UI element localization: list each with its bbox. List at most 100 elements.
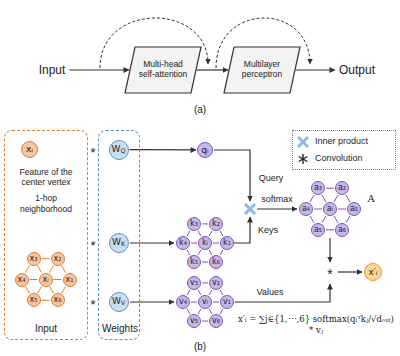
node-text: 1-hop neighborhood bbox=[8, 193, 84, 213]
output-arrow bbox=[338, 271, 362, 272]
graph-edge bbox=[322, 195, 326, 202]
inner-product-symbol bbox=[245, 204, 255, 214]
flow-arrow bbox=[296, 69, 335, 70]
legend-sample bbox=[297, 136, 309, 148]
graph-edge bbox=[202, 223, 208, 224]
node-text: k₆ bbox=[212, 258, 220, 266]
graph-vertex: x₅ bbox=[27, 293, 41, 307]
graph-vertex: a₄ bbox=[299, 202, 313, 216]
node-text: WQ bbox=[112, 145, 126, 155]
inner-product-symbol bbox=[245, 204, 255, 214]
subscript: V bbox=[121, 299, 125, 306]
weights-group: WeightsWQWKWV bbox=[98, 130, 140, 340]
convolution-symbol bbox=[299, 156, 308, 161]
label-holder: Keys bbox=[258, 225, 278, 236]
node-text: Input bbox=[35, 323, 57, 335]
graph-vertex: vᵢ bbox=[198, 295, 212, 309]
graph-vertex: x₆ bbox=[51, 293, 65, 307]
node-text: v₃ bbox=[190, 279, 198, 287]
node-text: k₁ bbox=[223, 239, 231, 247]
graph-vertex: x₃ bbox=[27, 252, 41, 266]
query-circle: qᵢ bbox=[197, 142, 213, 158]
node-text: a₅ bbox=[314, 226, 322, 234]
node-text: k₄ bbox=[179, 239, 187, 247]
label-holder: Query bbox=[259, 173, 284, 184]
graph-edge bbox=[322, 216, 326, 223]
graph-edge bbox=[38, 286, 42, 293]
graph-edge bbox=[213, 243, 219, 244]
softmax-arrow bbox=[257, 208, 297, 209]
node-text: a₆ bbox=[338, 226, 346, 234]
graph-vertex: v₄ bbox=[176, 295, 190, 309]
layer-block: Multi-head self-attention bbox=[125, 47, 201, 93]
node-text: xᵢ bbox=[42, 276, 48, 284]
graph-vertex: v₂ bbox=[209, 276, 223, 290]
subscript: K bbox=[121, 240, 125, 247]
node-text: x₅ bbox=[30, 296, 38, 304]
node-text: qᵢ bbox=[201, 146, 208, 155]
node-text: x₂ bbox=[54, 255, 62, 263]
node-text: Output bbox=[339, 63, 375, 77]
graph-edge bbox=[49, 266, 53, 273]
graph-vertex: v₆ bbox=[209, 314, 223, 328]
graph-vertex: a₂ bbox=[335, 181, 349, 195]
node-text: k₅ bbox=[190, 258, 198, 266]
graph-edge bbox=[338, 209, 346, 210]
flow-label: Keys bbox=[258, 225, 278, 236]
node-text: WK bbox=[112, 238, 125, 248]
graph-vertex: x₁ bbox=[63, 273, 77, 287]
graph-edge bbox=[202, 262, 208, 263]
graph-edge bbox=[187, 250, 190, 255]
values-arrow bbox=[235, 284, 330, 302]
label-holder: * bbox=[90, 145, 95, 161]
graph-edge bbox=[198, 231, 201, 236]
graph-edge bbox=[54, 279, 62, 280]
graph-edge bbox=[346, 216, 350, 223]
graph-edge bbox=[198, 309, 201, 314]
graph-edge bbox=[310, 216, 314, 223]
graph-edge bbox=[326, 188, 334, 189]
convolution-operator: * bbox=[327, 266, 332, 283]
graph-edge bbox=[25, 266, 29, 273]
graph-edge bbox=[310, 195, 314, 202]
graph-edge bbox=[220, 290, 223, 295]
node-text: v₄ bbox=[179, 298, 187, 306]
label-holder: * bbox=[90, 238, 95, 254]
graph-edge bbox=[26, 286, 30, 293]
node-text: Input bbox=[39, 63, 66, 77]
graph-edge bbox=[30, 279, 38, 280]
graph-vertex: k₂ bbox=[209, 217, 223, 231]
graph-edge bbox=[187, 290, 190, 295]
graph-vertex: v₃ bbox=[187, 276, 201, 290]
graph-edge bbox=[37, 266, 41, 273]
flow-label: Query bbox=[259, 173, 284, 184]
input-group: Feature of the center vertex1-hop neighb… bbox=[4, 130, 88, 340]
graph-edge bbox=[220, 231, 223, 236]
node-text: aᵢ bbox=[327, 205, 333, 213]
flow-label: Values bbox=[257, 287, 284, 298]
label-holder: (b) bbox=[194, 341, 206, 353]
graph-edge bbox=[209, 290, 212, 295]
legend-box: Inner productConvolution bbox=[292, 130, 396, 170]
convolution-operator: * bbox=[90, 297, 95, 313]
node-text: WV bbox=[112, 297, 125, 307]
graph-edge bbox=[42, 300, 50, 301]
graph-edge bbox=[202, 282, 208, 283]
graph-edge bbox=[61, 266, 65, 273]
parallelogram bbox=[224, 47, 300, 93]
graph-edge bbox=[220, 309, 223, 314]
graph-vertex: v₁ bbox=[220, 295, 234, 309]
graph-vertex: x₂ bbox=[51, 252, 65, 266]
node-text: x₄ bbox=[18, 276, 26, 284]
graph-edge bbox=[198, 250, 201, 255]
legend-sample bbox=[297, 153, 309, 165]
graph-vertex: a₃ bbox=[311, 181, 325, 195]
flow-arrow bbox=[69, 69, 129, 70]
graph-vertex: a₅ bbox=[311, 223, 325, 237]
weight-circle: WV bbox=[109, 292, 129, 312]
graph-edge bbox=[187, 231, 190, 236]
formula: x′ᵢ = ∑j∈{1,⋯,6} softmax(qᵢᵀkⱼ/√dₒᵤₜ) * … bbox=[236, 314, 396, 337]
weight-circle: WK bbox=[109, 233, 129, 253]
graph-vertex: kᵢ bbox=[198, 236, 212, 250]
legend-row: Inner product bbox=[297, 133, 391, 150]
